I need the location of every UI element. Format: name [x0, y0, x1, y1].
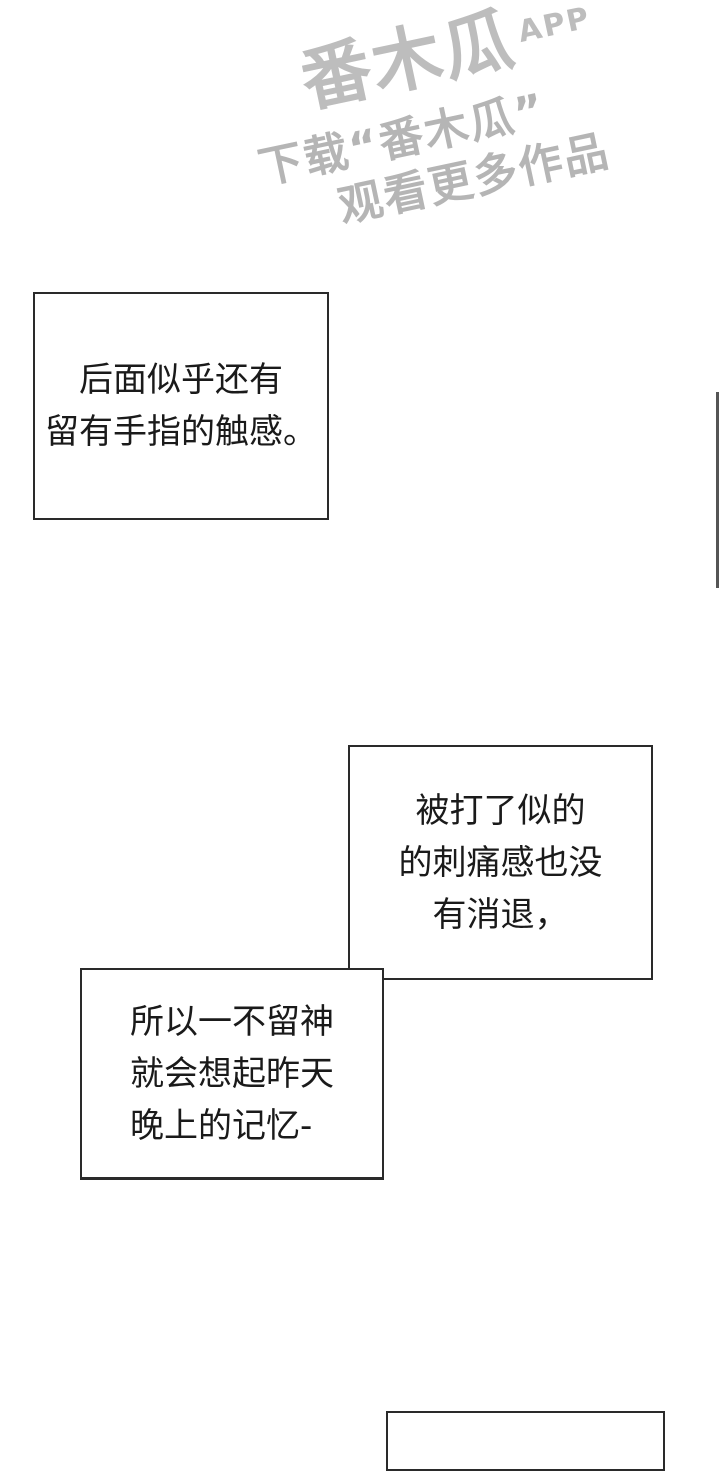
watermark-more-text: 观看更多作品: [333, 125, 615, 233]
narration-text-3: 所以一不留神 就会想起昨天 晚上的记忆-: [130, 1001, 334, 1146]
watermark-download-text: 下载“番木瓜”: [254, 84, 551, 195]
watermark-brand-text: 番木瓜: [293, 0, 523, 123]
narration-box-4: [386, 1411, 665, 1471]
narration-text-1: 后面似乎还有 留有手指的触感。: [45, 360, 317, 452]
narration-text-2: 被打了似的 的刺痛感也没 有消退，: [398, 790, 603, 935]
narration-box-3: 所以一不留神 就会想起昨天 晚上的记忆-: [80, 968, 384, 1180]
narration-box-2: 被打了似的 的刺痛感也没 有消退，: [348, 745, 653, 980]
narration-box-1: 后面似乎还有 留有手指的触感。: [33, 292, 329, 520]
watermark-app-text: APP: [515, 0, 594, 50]
scroll-indicator: [716, 392, 719, 588]
watermark-brand: 番木瓜APP: [291, 0, 601, 126]
watermark: 番木瓜APP 下载“番木瓜” 观看更多作品: [232, 0, 708, 255]
